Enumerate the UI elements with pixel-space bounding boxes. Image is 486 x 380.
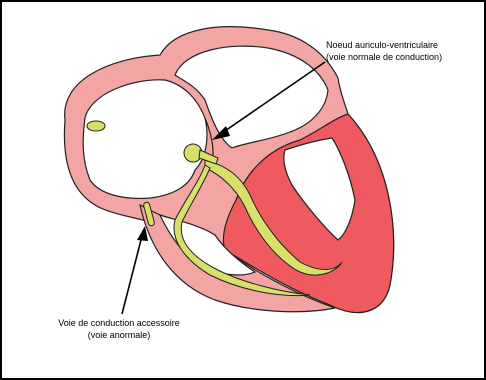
left-atrium-chamber	[83, 80, 207, 199]
accessory-label-line2: (voie anormale)	[34, 329, 204, 341]
accessory-pathway-label: Voie de conduction accessoire (voie anor…	[34, 317, 204, 341]
accessory-arrow-line	[122, 236, 142, 314]
av-node-label-line2: (voie normale de conduction)	[326, 51, 486, 63]
sa-node	[87, 121, 105, 131]
accessory-label-line1: Voie de conduction accessoire	[34, 317, 204, 329]
av-node-label: Noeud auriculo-ventriculaire (voie norma…	[326, 39, 486, 63]
av-node-label-line1: Noeud auriculo-ventriculaire	[326, 39, 486, 51]
